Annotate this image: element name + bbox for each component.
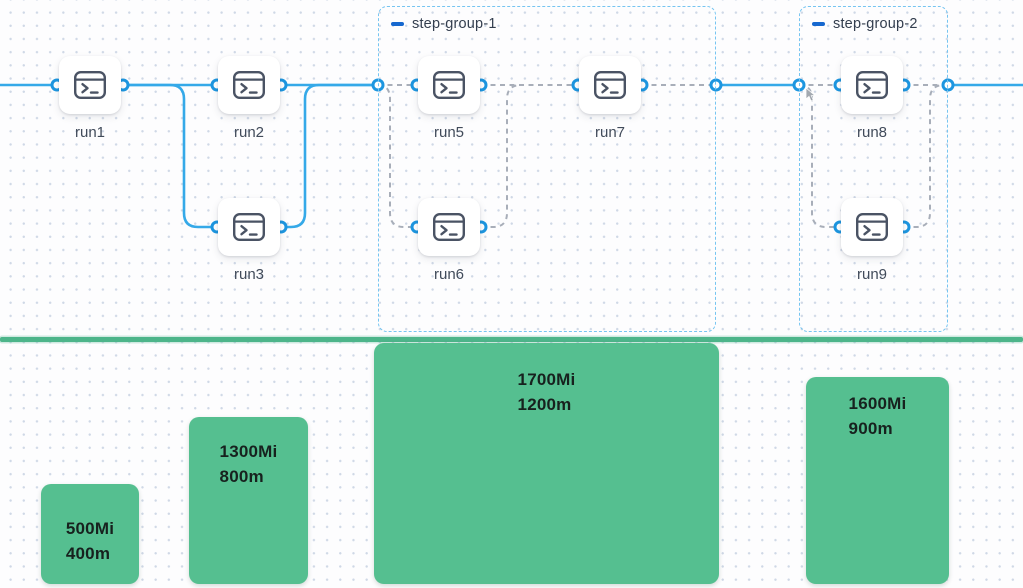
step-node-run6[interactable] [418,198,480,256]
step-node-run5[interactable] [418,56,480,114]
step-node-run3[interactable] [218,198,280,256]
memory-value: 500Mi [65,519,115,538]
step-node-run2[interactable] [218,56,280,114]
edge-run3-to-step-group-1 [281,83,378,229]
terminal-icon [433,71,466,100]
step-node-run7[interactable] [579,56,641,114]
connection-port[interactable] [709,78,723,92]
connection-port[interactable] [941,78,955,92]
step-group-header: step-group-1 [391,16,497,32]
memory-value: 1700Mi [517,370,576,389]
resource-bar-label: 1600Mi 900m [849,391,907,441]
group-dash-icon [812,22,825,26]
resource-bar: 1700Mi 1200m [374,343,719,584]
step-group-label: step-group-2 [833,16,918,32]
resource-bar-label: 500Mi 400m [66,516,114,566]
terminal-icon [433,213,466,242]
edge-run6-to-run7 [481,84,522,228]
terminal-icon [74,71,107,100]
step-node-label: run1 [74,124,106,141]
cpu-value: 400m [65,544,111,563]
terminal-icon [856,71,889,100]
step-node-run8[interactable] [841,56,903,114]
resource-bar-label: 1700Mi 1200m [518,367,576,417]
step-group-box[interactable]: step-group-2 [799,6,948,332]
memory-value: 1300Mi [219,442,278,461]
resource-divider-line [0,337,1023,342]
step-group-header: step-group-2 [812,16,918,32]
edge-step-group-1-to-run6 [377,84,417,228]
edge-run9-to-step-group-2-out [904,84,948,228]
step-node-run9[interactable] [841,198,903,256]
step-node-label: run7 [594,124,626,141]
resource-bar: 500Mi 400m [41,484,139,584]
step-node-label: run2 [233,124,265,141]
terminal-icon [856,213,889,242]
step-node-label: run5 [433,124,465,141]
cpu-value: 1200m [517,395,572,414]
step-node-label: run9 [856,266,888,283]
step-node-label: run6 [433,266,465,283]
group-dash-icon [391,22,404,26]
cpu-value: 800m [219,467,264,486]
terminal-icon [594,71,627,100]
edge-step-group-2-to-run9 [798,84,840,228]
mouse-cursor [805,87,817,108]
resource-bar: 1300Mi 800m [189,417,308,584]
resource-bar-label: 1300Mi 800m [220,439,278,489]
step-group-box[interactable]: step-group-1 [378,6,716,332]
step-node-label: run3 [233,266,265,283]
terminal-icon [233,213,266,242]
terminal-icon [233,71,266,100]
step-node-run1[interactable] [59,56,121,114]
step-group-label: step-group-1 [412,16,497,32]
step-node-label: run8 [856,124,888,141]
memory-value: 1600Mi [848,394,907,413]
cpu-value: 900m [848,419,893,438]
resource-bar: 1600Mi 900m [806,377,949,584]
edge-run1-to-run3 [123,83,217,229]
